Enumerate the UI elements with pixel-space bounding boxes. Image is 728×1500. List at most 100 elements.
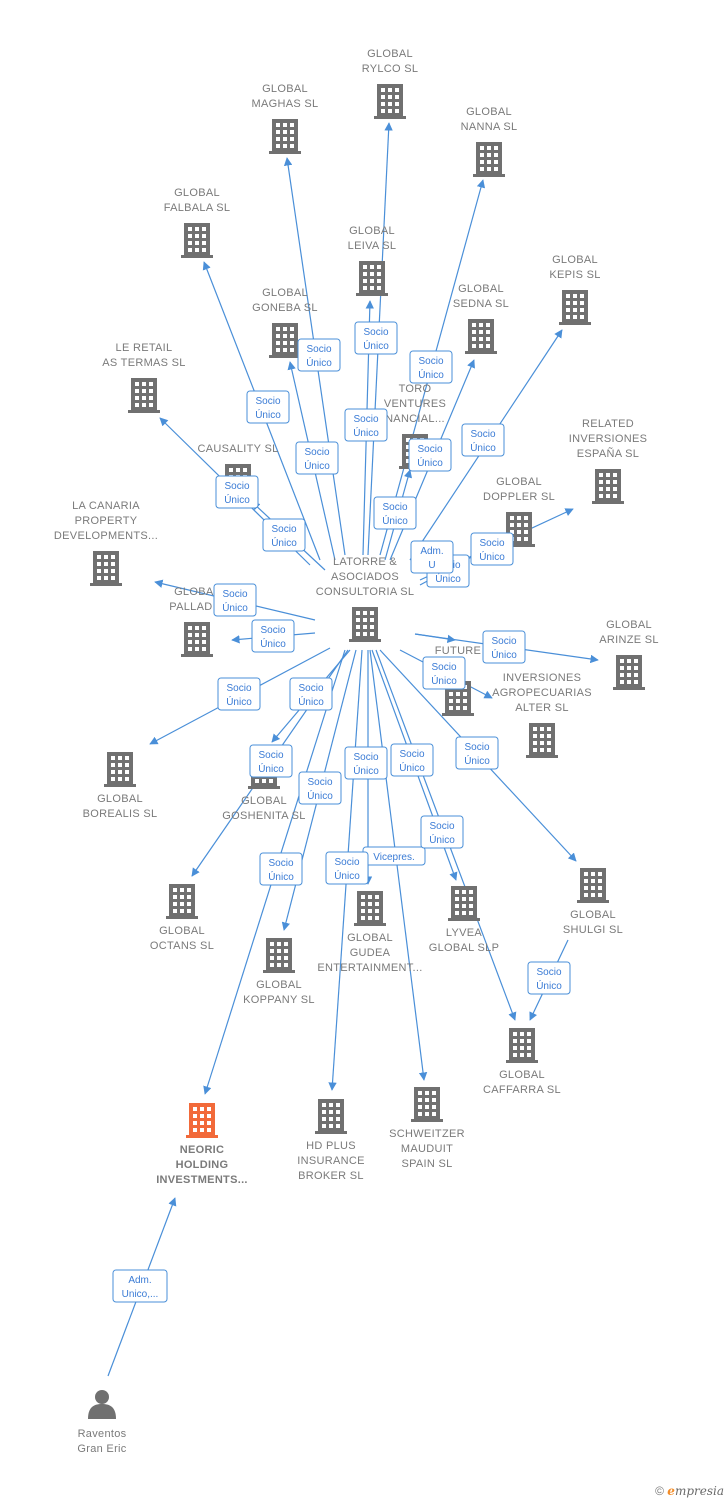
edge-label-text: Único <box>536 979 562 992</box>
node-label-line: ALTER SL <box>515 702 569 714</box>
building-icon <box>356 261 388 296</box>
edge-label-text: Socio <box>334 857 359 868</box>
edge-label-text: Único <box>226 695 252 708</box>
building-icon <box>349 607 381 642</box>
node-label-line: CONSULTORIA SL <box>316 586 415 598</box>
building-icon <box>374 84 406 119</box>
edge-label-text: Único <box>304 459 330 472</box>
node-causality[interactable]: CAUSALITY SL <box>197 443 278 499</box>
edge-label-text: Socio <box>226 683 251 694</box>
node-label-line: ESPAÑA SL <box>577 447 639 460</box>
node-neoric[interactable]: NEORICHOLDINGINVESTMENTS... <box>156 1103 248 1186</box>
edge-label-text: Socio <box>429 821 454 832</box>
node-label-line: GLOBAL <box>367 48 413 60</box>
node-toro[interactable]: TOROVENTURESNANCIAL... <box>384 383 446 469</box>
node-label-line: LEIVA SL <box>348 240 397 252</box>
building-icon <box>128 378 160 413</box>
node-label-line: GLOBAL <box>496 476 542 488</box>
node-label-line: TORO <box>399 383 432 395</box>
edge-label-text: Socio <box>431 662 456 673</box>
node-label-line: GUDEA <box>350 947 391 959</box>
node-label-line: FUTURE <box>435 645 481 657</box>
node-label-line: LYVEA <box>446 927 483 939</box>
edge-label-text: Único <box>353 426 379 439</box>
node-label-line: NEORIC <box>180 1144 225 1156</box>
node-label-line: LE RETAIL <box>116 342 173 354</box>
node-label-line: AGROPECUARIAS <box>492 687 592 699</box>
edge-label-text: Único <box>271 536 297 549</box>
edge-label-text: Socio <box>464 742 489 753</box>
node-label-line: SEDNA SL <box>453 298 509 310</box>
building-icon <box>506 1028 538 1063</box>
edge-label-text: Único <box>464 754 490 767</box>
node-label-line: GLOBAL <box>349 225 395 237</box>
node-label-line: Gran Eric <box>77 1443 126 1455</box>
node-label-line: VENTURES <box>384 398 446 410</box>
edge-label-text: Único <box>353 764 379 777</box>
building-icon <box>315 1099 347 1134</box>
node-label-line: GLOBAL <box>466 106 512 118</box>
building-icon <box>181 622 213 657</box>
node-gudea[interactable]: GLOBALGUDEAENTERTAINMENT... <box>317 891 422 974</box>
footer-brand: © empresia <box>655 1484 724 1498</box>
edge-label-text: Socio <box>353 414 378 425</box>
edge-label-text: Único <box>255 408 281 421</box>
building-icon <box>592 469 624 504</box>
node-label-line: SCHWEITZER <box>389 1128 465 1140</box>
edge-label-text: Único <box>306 356 332 369</box>
node-label-line: OCTANS SL <box>150 940 214 952</box>
node-label-line: BOREALIS SL <box>83 808 158 820</box>
building-icon <box>166 884 198 919</box>
edge-label-text: Socio <box>224 481 249 492</box>
node-leiva[interactable]: GLOBAL LEIVA SL <box>348 225 397 296</box>
node-label-line: SPAIN SL <box>401 1158 452 1170</box>
edge-label-text: Socio <box>306 344 331 355</box>
building-icon <box>613 655 645 690</box>
edge-label-text: Único <box>363 339 389 352</box>
edge-label-text: Único <box>258 762 284 775</box>
edge-label-text: Socio <box>298 683 323 694</box>
node-lacanaria[interactable]: LA CANARIAPROPERTYDEVELOPMENTS... <box>54 500 158 586</box>
edge-label-text: Único <box>479 550 505 563</box>
edge-label-text: Socio <box>363 327 388 338</box>
edge-label-text: Socio <box>353 752 378 763</box>
edge-label-text: Socio <box>268 858 293 869</box>
